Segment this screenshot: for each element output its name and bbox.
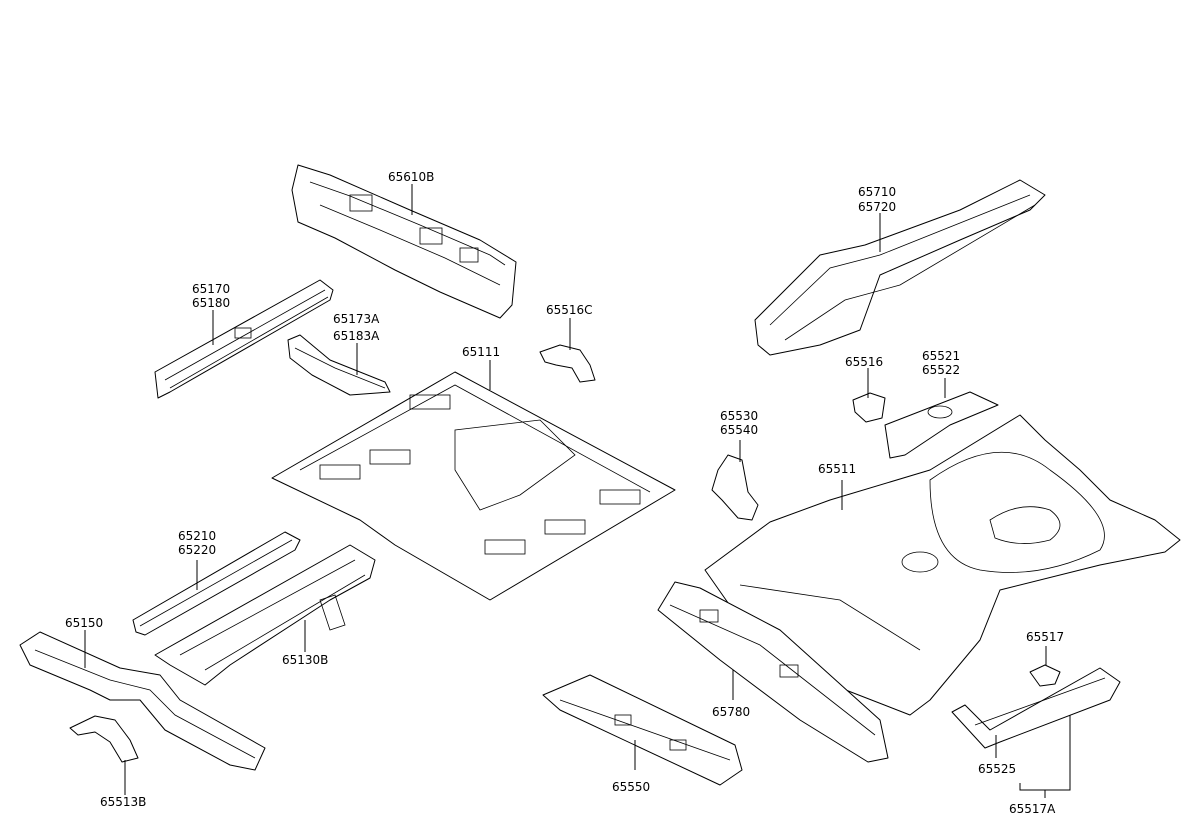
- label-65130B: 65130B: [282, 653, 328, 667]
- label-65220: 65220: [178, 543, 216, 557]
- part-65513B[interactable]: 65513B: [69, 715, 146, 809]
- label-65525: 65525: [978, 762, 1016, 776]
- label-65610B: 65610B: [388, 170, 434, 184]
- part-65517[interactable]: 65517: [1026, 630, 1064, 687]
- label-65180: 65180: [192, 296, 230, 310]
- part-65210[interactable]: 65210 65220: [132, 529, 301, 636]
- label-65170: 65170: [192, 282, 230, 296]
- label-65516C: 65516C: [546, 303, 593, 317]
- label-65210: 65210: [178, 529, 216, 543]
- label-65517: 65517: [1026, 630, 1064, 644]
- part-65130B[interactable]: 65130B: [154, 544, 376, 686]
- label-65720: 65720: [858, 200, 896, 214]
- label-65521: 65521: [922, 349, 960, 363]
- label-65517A: 65517A: [1009, 802, 1056, 816]
- part-65173A[interactable]: 65173A 65183A: [287, 312, 391, 396]
- label-65513B: 65513B: [100, 795, 146, 809]
- label-65516: 65516: [845, 355, 883, 369]
- label-65522: 65522: [922, 363, 960, 377]
- part-65516[interactable]: 65516: [845, 355, 886, 423]
- label-65530: 65530: [720, 409, 758, 423]
- label-65550: 65550: [612, 780, 650, 794]
- label-65540: 65540: [720, 423, 758, 437]
- part-65530[interactable]: 65530 65540: [711, 409, 759, 521]
- part-65710[interactable]: 65710 65720: [754, 179, 1046, 356]
- part-65150[interactable]: 65150: [19, 616, 266, 771]
- label-65780: 65780: [712, 705, 750, 719]
- part-65111[interactable]: 65111: [271, 345, 676, 601]
- label-65173A: 65173A: [333, 312, 380, 326]
- label-65183A: 65183A: [333, 329, 380, 343]
- part-65516C[interactable]: 65516C: [539, 303, 596, 383]
- part-65170[interactable]: 65170 65180: [154, 279, 334, 399]
- label-65150: 65150: [65, 616, 103, 630]
- part-65511[interactable]: 65511: [704, 414, 1181, 716]
- part-65525[interactable]: 65525 65517A: [951, 667, 1121, 816]
- part-65521[interactable]: 65521 65522: [884, 349, 999, 459]
- part-65780[interactable]: 65780: [657, 581, 889, 763]
- part-65610B[interactable]: 65610B: [291, 164, 517, 319]
- label-65511: 65511: [818, 462, 856, 476]
- label-65710: 65710: [858, 185, 896, 199]
- label-65111: 65111: [462, 345, 500, 359]
- part-65550[interactable]: 65550: [542, 674, 743, 794]
